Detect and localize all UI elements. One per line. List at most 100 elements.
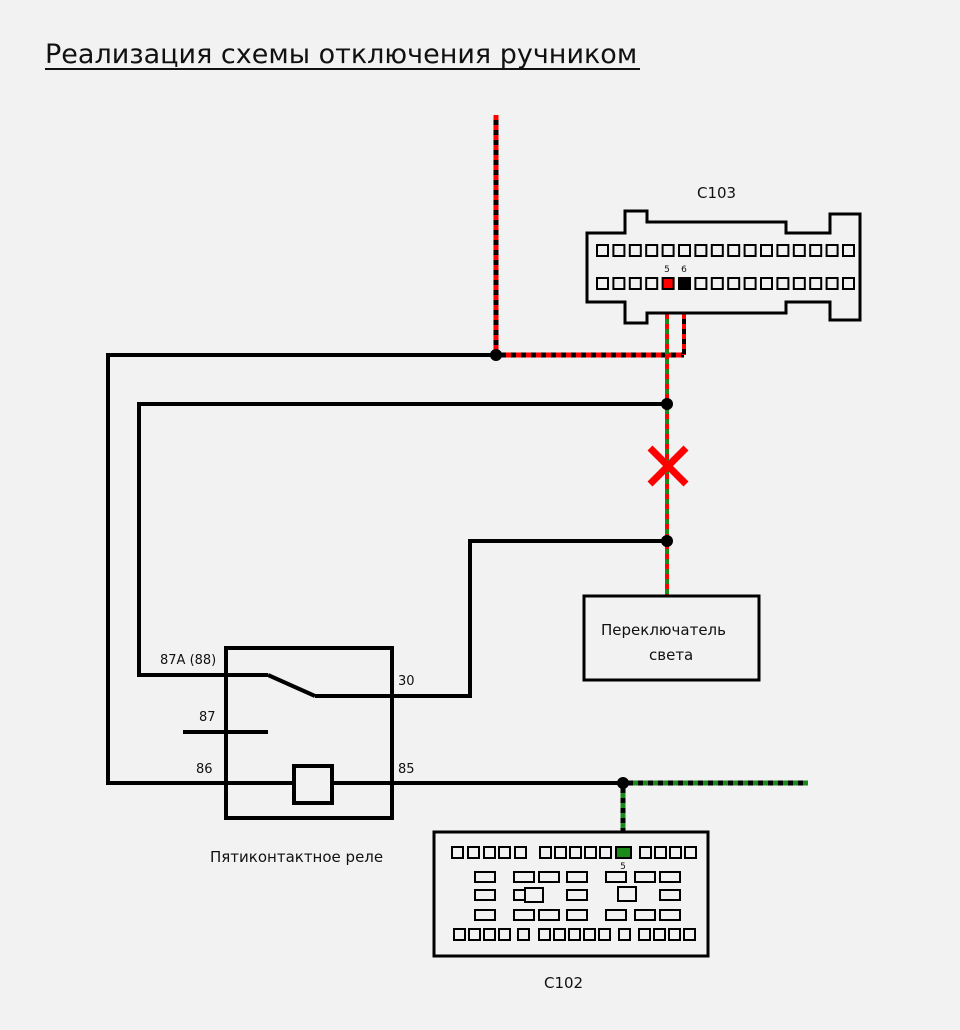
connector-pin <box>659 909 681 921</box>
connector-pin <box>669 846 682 859</box>
connector-pin <box>634 871 656 883</box>
connector-pin <box>684 846 697 859</box>
connector-c103-label: C103 <box>697 184 736 202</box>
connector-pin <box>639 846 652 859</box>
connector-pin <box>468 928 481 941</box>
connector-pin <box>566 889 588 901</box>
connector-pin <box>538 928 551 941</box>
relay-pin-87a-label: 87A (88) <box>160 653 216 668</box>
connector-pin <box>483 846 496 859</box>
relay-coil <box>292 764 334 805</box>
connector-pin <box>554 846 567 859</box>
connector-pin <box>498 928 511 941</box>
page-title: Реализация схемы отключения ручником <box>45 39 637 70</box>
connector-pin <box>653 928 666 941</box>
connector-pin <box>661 244 675 257</box>
connector-pin <box>612 244 626 257</box>
connector-pin <box>596 244 609 257</box>
connector-pin <box>514 846 527 859</box>
connector-pin <box>617 886 637 902</box>
relay-box <box>224 646 394 820</box>
wire-87a <box>137 402 667 677</box>
connector-pin <box>467 846 480 859</box>
connector-c103 <box>585 209 862 325</box>
connector-pin <box>569 846 582 859</box>
connector-pin <box>842 277 855 290</box>
connector-pin <box>654 846 667 859</box>
light-switch-box <box>582 594 761 682</box>
relay-pin-87-label: 87 <box>199 710 216 725</box>
connector-pin <box>694 244 708 257</box>
connector-pin <box>584 846 597 859</box>
c103-pin-6 <box>678 277 691 290</box>
connector-pin <box>453 928 466 941</box>
connector-pin <box>638 928 651 941</box>
connector-pin <box>538 871 560 883</box>
connector-pin <box>605 909 627 921</box>
connector-pin <box>451 846 464 859</box>
connector-pin <box>727 244 741 257</box>
relay-pin-30-label: 30 <box>398 674 415 689</box>
c103-pin-5 <box>661 277 675 290</box>
junction-dot <box>617 777 629 789</box>
connector-pin <box>809 244 823 257</box>
relay-switch-contact <box>267 673 316 698</box>
connector-pin <box>683 928 696 941</box>
connector-pin <box>825 277 839 290</box>
connector-pin <box>474 889 496 901</box>
connector-pin <box>566 871 588 883</box>
cut-mark-icon <box>647 445 689 487</box>
connector-pin <box>760 244 773 257</box>
connector-c102-pins <box>451 846 697 941</box>
connector-pin <box>598 928 611 941</box>
connector-pin <box>792 244 806 257</box>
connector-pin <box>694 277 708 290</box>
connector-pin <box>566 909 588 921</box>
connector-pin <box>645 277 659 290</box>
connector-pin <box>596 277 609 290</box>
junction-dot <box>661 535 673 547</box>
connector-pin <box>513 871 535 883</box>
relay-pin-85-label: 85 <box>398 762 415 777</box>
connector-pin <box>645 244 659 257</box>
junction-dot <box>490 349 502 361</box>
connector-pin <box>760 277 773 290</box>
connector-pin <box>659 871 681 883</box>
connector-pin <box>710 277 724 290</box>
connector-pin <box>628 277 642 290</box>
connector-pin <box>612 277 626 290</box>
relay-pin-86-label: 86 <box>196 762 213 777</box>
connector-pin <box>842 244 855 257</box>
connector-pin <box>825 244 839 257</box>
wire-86-feed <box>106 353 496 785</box>
light-switch-label-line2: света <box>649 646 693 664</box>
connector-pin <box>727 277 741 290</box>
relay-caption: Пятиконтактное реле <box>210 848 383 866</box>
connector-pin <box>668 928 681 941</box>
connector-pin <box>553 928 566 941</box>
connector-pin <box>513 909 535 921</box>
connector-pin <box>538 909 560 921</box>
connector-pin <box>583 928 596 941</box>
connector-pin <box>483 928 496 941</box>
connector-pin <box>678 244 691 257</box>
connector-c103-pin-row-top <box>596 244 855 257</box>
connector-pin <box>605 871 627 883</box>
junction-dot <box>661 398 673 410</box>
connector-c102-label: C102 <box>544 974 583 992</box>
c103-pin5-label: 5 <box>664 265 670 275</box>
connector-pin <box>618 928 631 941</box>
connector-pin <box>517 928 530 941</box>
connector-pin <box>776 244 790 257</box>
connector-pin <box>792 277 806 290</box>
connector-pin <box>634 909 656 921</box>
connector-pin <box>599 846 612 859</box>
connector-pin <box>539 846 552 859</box>
connector-pin <box>474 871 496 883</box>
connector-pin <box>809 277 823 290</box>
c103-pin6-label: 6 <box>681 265 687 275</box>
connector-pin <box>659 889 681 901</box>
connector-pin <box>628 244 642 257</box>
